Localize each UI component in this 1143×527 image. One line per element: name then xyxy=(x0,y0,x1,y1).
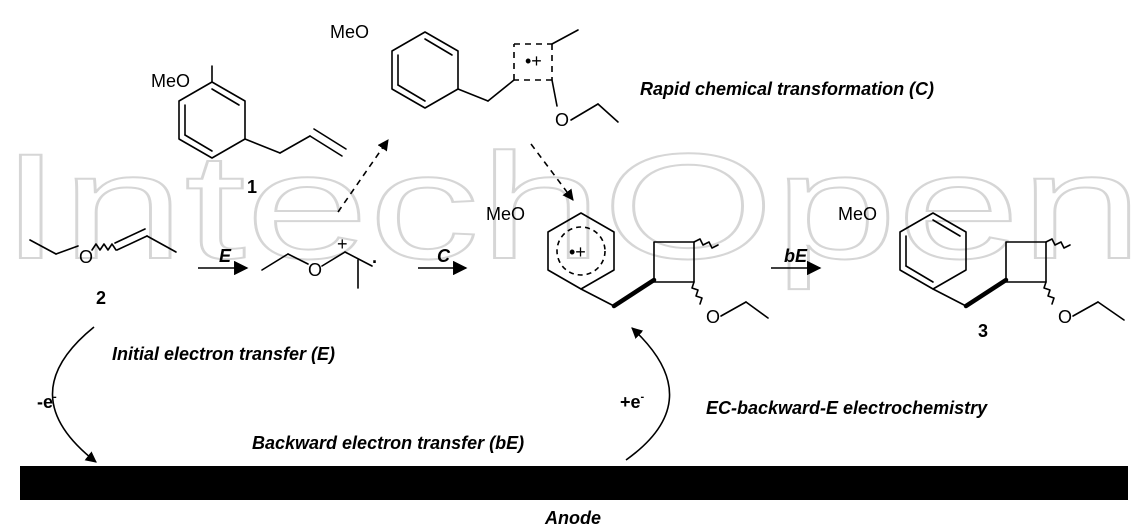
cyclobutane-cation-meo: MeO xyxy=(330,22,369,42)
compound-1-number: 1 xyxy=(247,177,257,197)
aryl-cation-oxygen: O xyxy=(706,307,720,327)
dashed-arrow-down xyxy=(530,143,574,201)
compound-3-oxygen: O xyxy=(1058,307,1072,327)
cyclobutane-radical-cation: MeO •+ O xyxy=(330,22,619,130)
compound-3: MeO O 3 xyxy=(838,204,1125,341)
arrow-c-label: C xyxy=(437,246,451,266)
cyclobutane-cation-oxygen: O xyxy=(555,110,569,130)
label-initial-electron-transfer: Initial electron transfer (E) xyxy=(112,344,335,364)
arrow-e-label: E xyxy=(219,246,232,266)
electron-plus: +e- xyxy=(620,391,645,412)
aryl-radical-cation: MeO •+ O xyxy=(486,204,769,327)
compound-2-oxygen: O xyxy=(79,247,93,267)
compound-1-meo: MeO xyxy=(151,71,190,91)
aryl-cation-meo: MeO xyxy=(486,204,525,224)
label-ec-backward-e: EC-backward-E electrochemistry xyxy=(706,398,988,418)
dashed-arrow-up xyxy=(337,139,389,213)
arc-electron-in xyxy=(625,327,671,461)
compound-1: MeO 1 xyxy=(151,65,347,197)
electron-minus: -e- xyxy=(37,391,57,412)
compound-3-number: 3 xyxy=(978,321,988,341)
watermark-text: IntechOpen xyxy=(0,122,1143,290)
anode-electrode xyxy=(20,466,1128,500)
label-backward-electron-transfer: Backward electron transfer (bE) xyxy=(252,433,524,453)
compound-2: O 2 xyxy=(29,228,177,308)
arc-electron-out xyxy=(51,326,97,463)
aryl-cation-charge: •+ xyxy=(569,242,586,262)
cyclobutane-cation-charge: •+ xyxy=(525,51,542,71)
arrow-be-label: bE xyxy=(784,246,808,266)
radical-cation-oxygen: O xyxy=(308,260,322,280)
compound-2-number: 2 xyxy=(96,288,106,308)
label-anode: Anode xyxy=(544,508,601,527)
label-rapid-transformation: Rapid chemical transformation (C) xyxy=(640,79,934,99)
radical-cation-charge: + xyxy=(337,234,348,254)
radical-dot: · xyxy=(372,252,378,272)
compound-3-meo: MeO xyxy=(838,204,877,224)
radical-cation-intermediate: O + · xyxy=(261,234,378,289)
